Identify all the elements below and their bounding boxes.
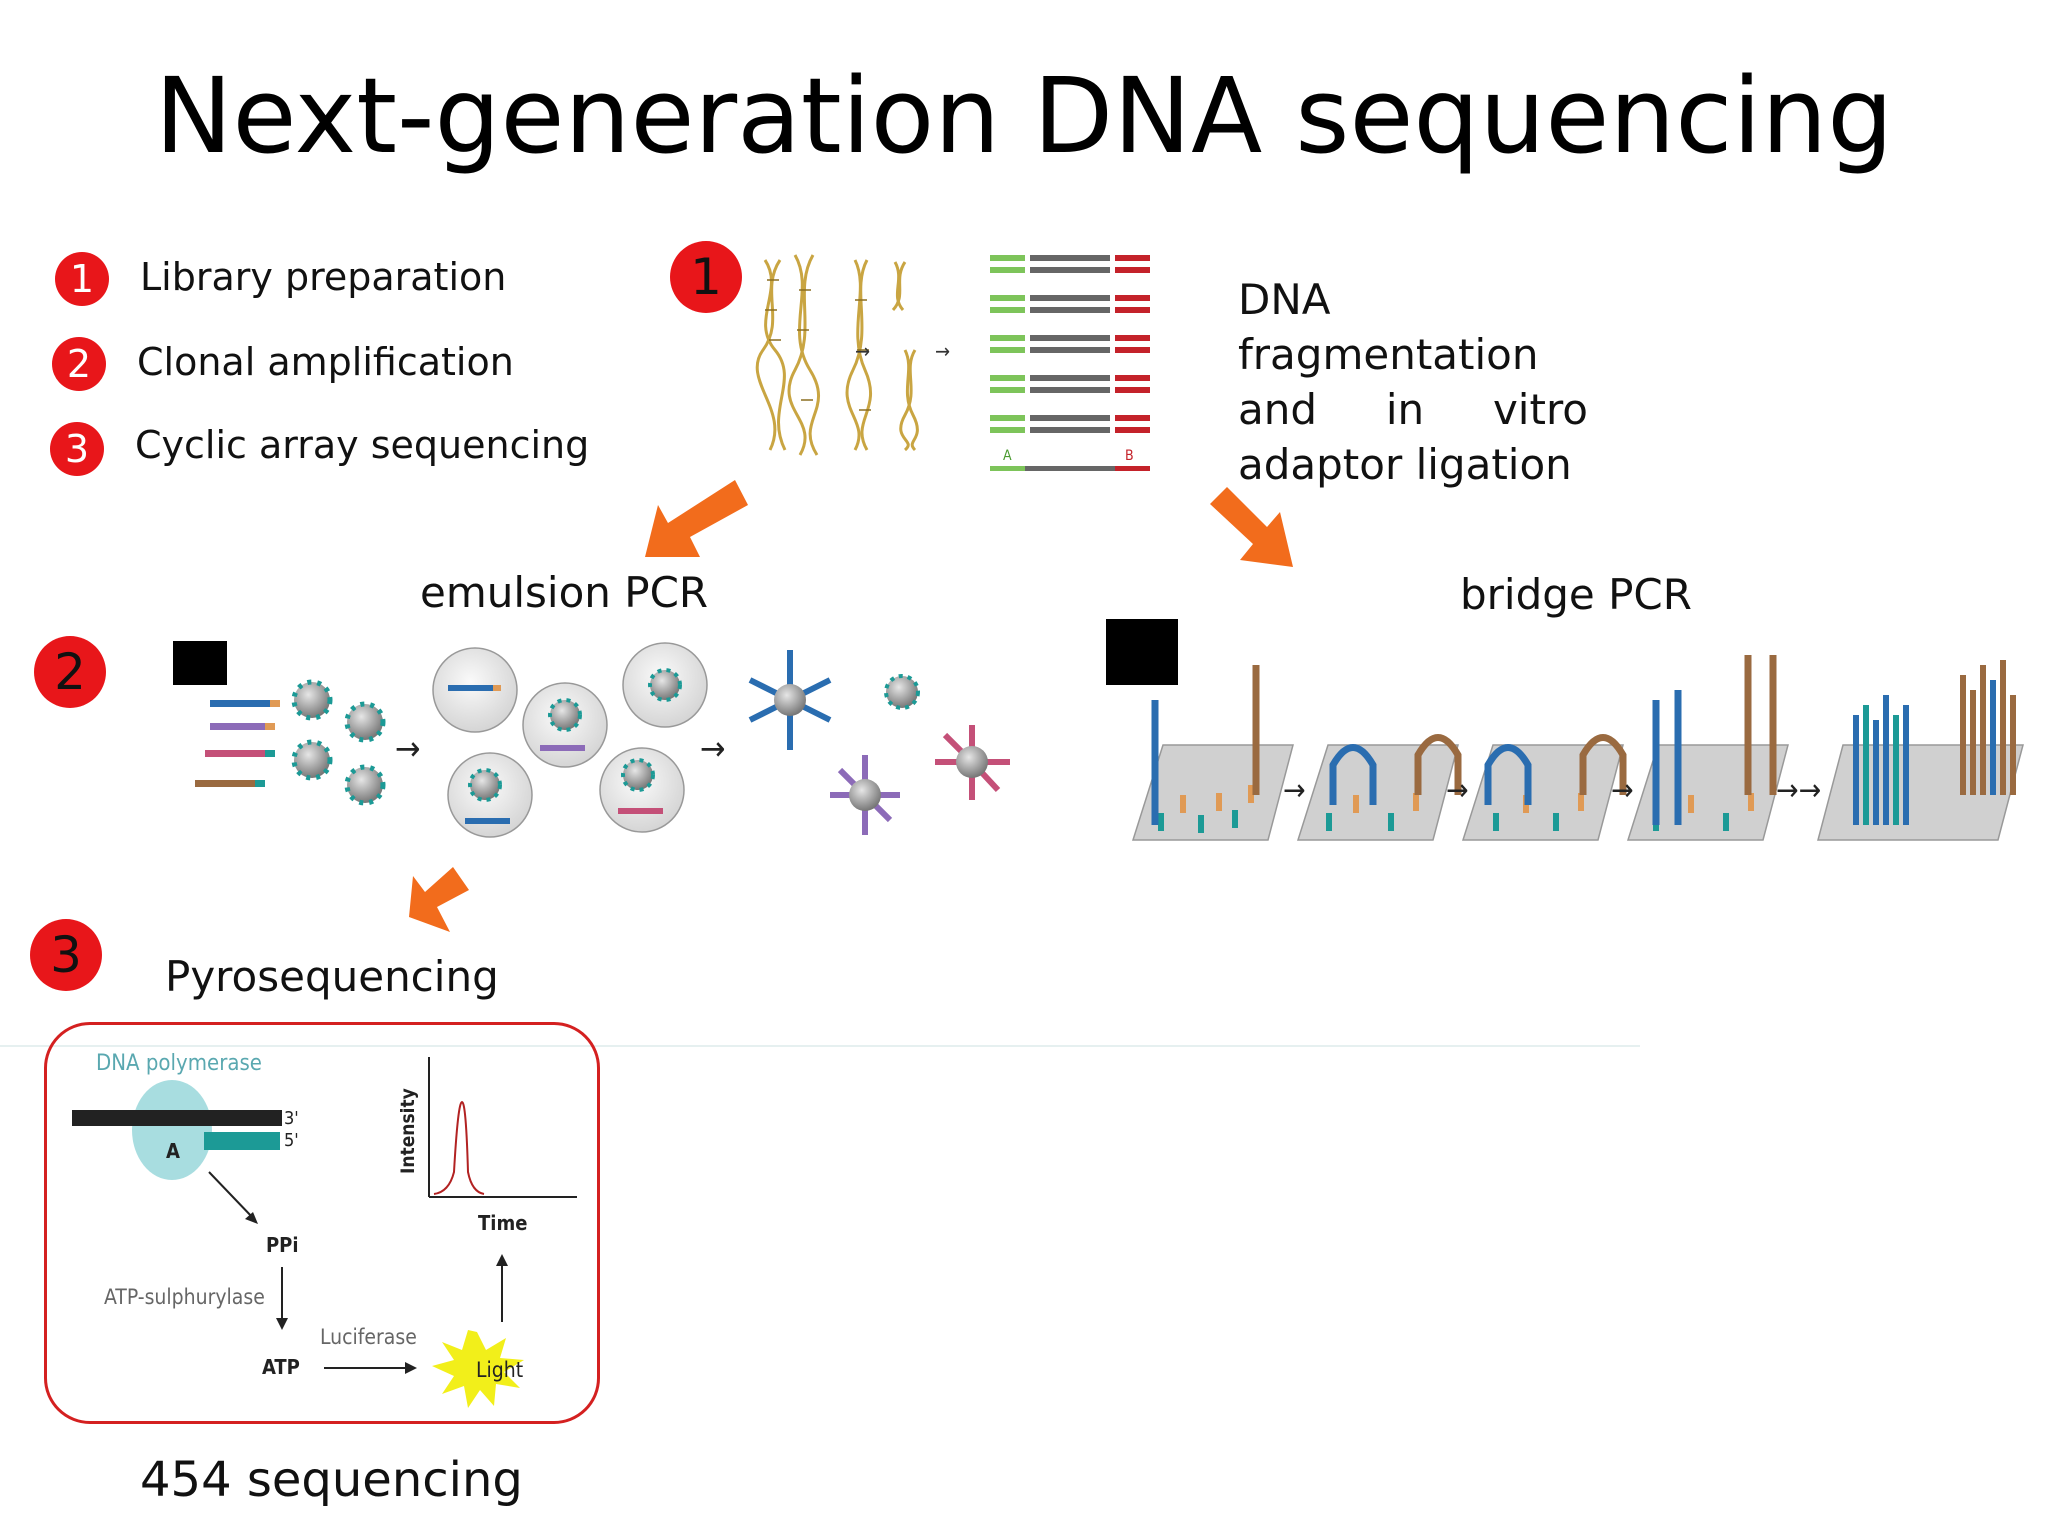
intensity-axis-label: Intensity — [397, 1088, 419, 1174]
end-3-label: 3' — [284, 1108, 299, 1129]
intensity-peak — [433, 1100, 485, 1195]
bridge-strands — [1151, 655, 1777, 825]
arrow-right-icon: → — [1446, 773, 1469, 808]
arrow-right-icon: → — [1283, 773, 1306, 808]
amplified-beads — [748, 650, 1010, 835]
time-axis-label: Time — [478, 1211, 527, 1235]
pyrosequencing-diagram-box — [44, 1022, 600, 1424]
fragmentation-line-4: adaptor ligation — [1238, 440, 1572, 489]
fragmentation-line-1: DNA — [1238, 275, 1331, 324]
bridge-pcr-label: bridge PCR — [1460, 570, 1692, 619]
orange-arrow-to-pyro-icon — [409, 867, 469, 932]
atp-sulphurylase-label: ATP-sulphurylase — [104, 1285, 265, 1309]
page-title: Next-generation DNA sequencing — [154, 55, 1894, 177]
bridge-pcr-illustration: → → → →→ — [1131, 655, 2024, 841]
emulsion-pcr-illustration: → → — [195, 642, 1010, 838]
arrow-right-icon: → — [935, 339, 950, 363]
arrow-right-icon: → — [1611, 773, 1634, 808]
arrow-icon — [208, 1171, 255, 1220]
luciferase-label: Luciferase — [320, 1325, 417, 1349]
clusters — [1853, 660, 2016, 825]
dna-fragments — [195, 700, 280, 787]
ppi-label: PPi — [266, 1233, 299, 1257]
step-badge-3: 3 — [50, 422, 104, 476]
light-label: Light — [476, 1358, 523, 1382]
polymerase-enzyme-icon — [132, 1080, 212, 1180]
word-vitro: vitro — [1492, 385, 1588, 434]
emulsion-pcr-label: emulsion PCR — [420, 568, 709, 617]
step-badge-large-3: 3 — [30, 919, 102, 991]
library-prep-illustration: → → A B — [755, 254, 1150, 471]
pyrosequencing-diagram: DNA polymerase 3' 5' A PPi ATP-sulphuryl… — [72, 1051, 577, 1408]
arrow-right-icon: → — [700, 729, 726, 769]
redaction-box — [1106, 619, 1178, 685]
arrow-right-icon: → — [855, 339, 870, 363]
step-badge-large-2: 2 — [34, 636, 106, 708]
adapter-ligated-fragments: A B — [990, 255, 1150, 471]
word-in: in — [1385, 385, 1425, 434]
primer-strand — [204, 1132, 280, 1150]
capture-beads — [291, 679, 386, 806]
template-strand — [72, 1110, 282, 1126]
base-a-label: A — [166, 1139, 180, 1163]
dna-double-helix-icon — [755, 254, 919, 456]
step-label-cyclic-array-sequencing: Cyclic array sequencing — [135, 423, 590, 467]
word-and: and — [1238, 385, 1318, 434]
emulsion-droplets — [432, 642, 708, 838]
dna-polymerase-label: DNA polymerase — [96, 1051, 262, 1076]
flow-cell-surfaces — [1131, 744, 2024, 841]
redaction-box — [173, 641, 227, 685]
step-label-clonal-amplification: Clonal amplification — [137, 340, 514, 384]
adaptor-a-label: A — [1003, 448, 1012, 464]
arrow-right-icon: → — [395, 729, 421, 769]
atp-label: ATP — [262, 1355, 300, 1379]
step-badge-1: 1 — [55, 252, 109, 306]
pyrosequencing-label: Pyrosequencing — [165, 952, 499, 1001]
dna-rungs — [765, 279, 871, 411]
adaptor-b-label: B — [1125, 448, 1134, 464]
fragmentation-description: DNA fragmentation and in vitro adaptor l… — [1238, 272, 1588, 492]
end-5-label: 5' — [284, 1130, 299, 1151]
orange-arrow-to-bridge-icon — [1210, 487, 1293, 567]
divider-line — [0, 1045, 1640, 1047]
fragmentation-line-3: and in vitro — [1238, 382, 1588, 437]
orange-arrow-to-emulsion-icon — [645, 480, 748, 557]
step-label-library-preparation: Library preparation — [140, 255, 507, 299]
fragmentation-line-2: fragmentation — [1238, 330, 1539, 379]
light-burst-icon — [432, 1330, 524, 1408]
step-badge-large-1: 1 — [670, 241, 742, 313]
caption-454-sequencing: 454 sequencing — [140, 1452, 523, 1508]
arrow-right-icon: →→ — [1776, 773, 1821, 808]
step-badge-2: 2 — [52, 337, 106, 391]
